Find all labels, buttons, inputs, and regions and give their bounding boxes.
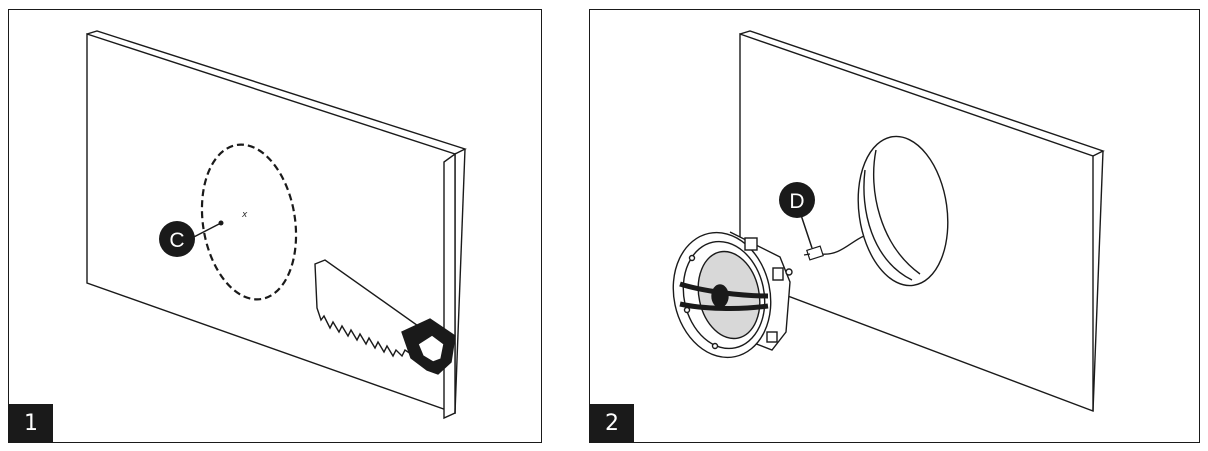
step-2-illustration: D	[672, 30, 1105, 413]
callout-c-badge	[159, 221, 195, 257]
hand-saw-icon	[314, 259, 456, 375]
center-mark: x	[241, 210, 248, 220]
wall-hole-icon	[857, 135, 949, 287]
cut-circle-icon	[200, 143, 298, 301]
step-1-number: 1	[9, 404, 53, 442]
callout-d-badge	[779, 182, 815, 218]
callout-d-label: D	[789, 190, 804, 213]
wire-connector-icon	[803, 245, 824, 261]
speaker-icon	[672, 231, 793, 359]
step-1-panel: x C 1	[8, 9, 542, 443]
step-1-illustration: x C	[86, 30, 467, 420]
step-2-number: 2	[590, 404, 634, 442]
wall-panel-icon	[86, 30, 467, 420]
step-2-panel: D 2	[589, 9, 1200, 443]
callout-c-label: C	[169, 229, 184, 252]
